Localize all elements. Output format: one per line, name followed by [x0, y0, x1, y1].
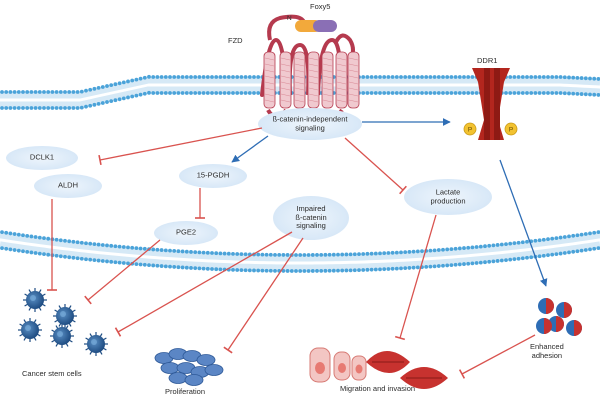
proliferation-illustration [154, 348, 224, 386]
arrow-ddr1-to-adhesion [499, 159, 548, 287]
ddr1-receptor: P P [463, 68, 518, 140]
dclk1-label: DCLK1 [29, 152, 55, 162]
phospho-right-label: P [509, 127, 513, 134]
lactate-inhibits-migration [399, 214, 437, 339]
impaired-label: Impaired ß-catenin signaling [295, 204, 327, 231]
lactate-label: Lactate production [430, 187, 466, 205]
cell-membrane-bottom [0, 230, 600, 273]
migration-invasion-illustration [309, 347, 448, 389]
foxy5-ligand [295, 20, 337, 32]
signaling-label: ß-catenin-independent signaling [272, 114, 348, 132]
cancer-stem-cells-illustration [18, 288, 108, 356]
ddr1-label: DDR1 [477, 56, 498, 65]
phospho-left-icon [463, 122, 477, 136]
aldh-label: ALDH [57, 180, 79, 190]
node-dclk1 [6, 146, 78, 170]
pge2-label: PGE2 [175, 227, 197, 237]
impaired-inhibits-csc [117, 231, 293, 333]
signaling-inhibits-lactate [344, 137, 404, 191]
adhesion-inhibits-migration [461, 334, 536, 375]
node-15pgdh [179, 164, 247, 188]
cancer-stem-cells-label: Cancer stem cells [22, 369, 82, 378]
arrow-signaling-to-15pgdh [231, 135, 269, 163]
enhanced-adhesion-illustration [536, 298, 582, 336]
n-terminal-label: N [287, 15, 292, 22]
15pgdh-label: 15-PGDH [196, 170, 230, 180]
foxy5-label: Foxy5 [310, 2, 331, 11]
fzd-label: FZD [228, 36, 243, 45]
impaired-inhibits-proliferation [227, 237, 304, 351]
fzd-receptor [260, 14, 360, 119]
adhesion-label: Enhanced adhesion [530, 342, 564, 360]
node-pge2 [154, 221, 218, 245]
node-aldh [34, 174, 102, 198]
phospho-right-icon [504, 122, 518, 136]
node-signaling [258, 108, 362, 140]
migration-label: Migration and invasion [340, 384, 416, 393]
proliferation-label: Proliferation [165, 387, 206, 396]
node-lactate [404, 179, 492, 215]
pge2-inhibits-csc [87, 239, 161, 301]
node-impaired [273, 196, 349, 240]
phospho-left-label: P [468, 127, 472, 134]
signaling-inhibits-dclk1 [99, 127, 263, 161]
